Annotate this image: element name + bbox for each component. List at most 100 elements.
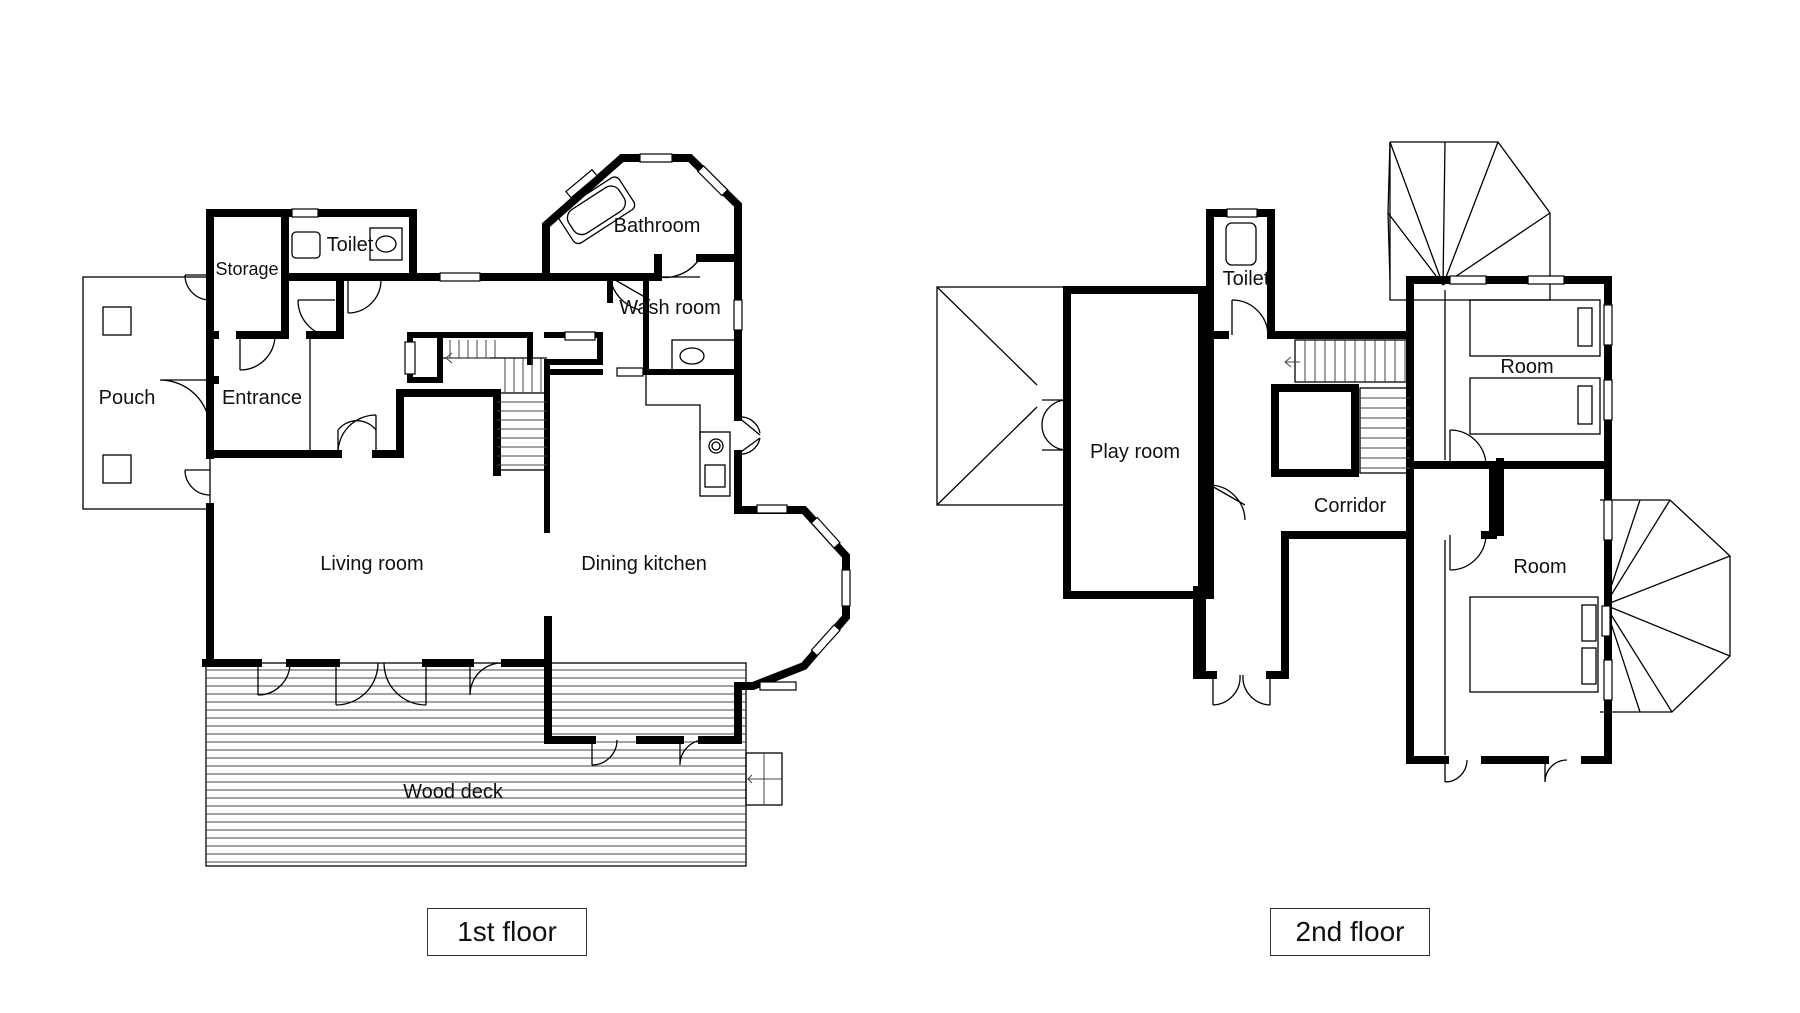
window <box>841 569 851 607</box>
door <box>1449 534 1487 571</box>
arrow-icon <box>445 352 490 364</box>
corridor-wall <box>1267 331 1414 469</box>
roof-outline <box>1600 499 1731 713</box>
door <box>1209 484 1246 521</box>
first-floor-plan: Bathroom Toilet Storage Wash room Pouch … <box>82 153 851 867</box>
hall-wall <box>306 273 344 339</box>
toilet-wall <box>1206 286 1229 339</box>
porch-pillar <box>102 454 132 484</box>
room-label-toilet: Toilet <box>327 234 374 256</box>
room-label-dining-kitchen: Dining kitchen <box>581 553 707 575</box>
door <box>297 299 336 338</box>
bed-icon <box>1444 290 1601 460</box>
door <box>679 739 703 766</box>
second-floor-plan: Toilet Room Play room Corridor Room <box>936 141 1731 783</box>
room-label-play-room: Play room <box>1090 441 1180 463</box>
stair-wall <box>407 332 533 365</box>
door <box>337 414 377 455</box>
room-label-wash-room: Wash room <box>619 297 721 319</box>
floor-title-first: 1st floor <box>427 908 587 956</box>
room-label-corridor: Corridor <box>1314 495 1387 517</box>
window <box>1603 659 1613 701</box>
window <box>1601 605 1611 637</box>
window <box>1603 499 1613 541</box>
room-wall <box>1481 461 1497 539</box>
room-wall <box>1489 461 1504 536</box>
wood-deck-area <box>205 662 783 867</box>
exterior-wall <box>544 616 742 744</box>
door <box>239 334 276 371</box>
window <box>1527 275 1565 285</box>
room-label-pouch: Pouch <box>99 387 156 409</box>
room-wall <box>1406 461 1612 764</box>
window <box>733 299 743 331</box>
bed-icon <box>1444 540 1599 755</box>
window <box>564 331 596 341</box>
washbasin-icon <box>679 347 705 365</box>
balcony-door <box>1041 399 1068 451</box>
floor-title-second: 2nd floor <box>1270 908 1430 956</box>
wash-room-wall <box>622 337 741 375</box>
arrow-icon <box>1284 356 1300 368</box>
door <box>737 416 761 455</box>
porch-pillar <box>102 306 132 336</box>
staircase-first-floor <box>440 340 548 471</box>
storage-wall <box>236 273 289 339</box>
door <box>609 276 651 311</box>
toilet-icon <box>1225 222 1257 266</box>
arrow-icon <box>747 774 760 784</box>
window <box>810 516 841 549</box>
corridor-wall <box>1198 531 1414 679</box>
room-label-wood-deck: Wood deck <box>403 781 504 803</box>
room-label-room: Room <box>1513 556 1566 578</box>
balcony-door <box>1212 674 1271 706</box>
balcony-door <box>1444 759 1568 783</box>
room-label-storage: Storage <box>215 259 278 279</box>
stair-well-wall <box>1271 384 1359 477</box>
roof-outline <box>936 286 1068 506</box>
window <box>697 165 729 197</box>
window <box>810 624 841 657</box>
window <box>639 153 673 163</box>
floor-title-text: 1st floor <box>457 916 557 947</box>
window <box>756 504 788 514</box>
patio-door <box>335 662 427 706</box>
window <box>1603 379 1613 421</box>
window <box>565 168 598 199</box>
floor-title-text: 2nd floor <box>1295 916 1405 947</box>
patio-door <box>469 662 506 696</box>
sink-icon <box>369 227 403 261</box>
door <box>184 274 211 301</box>
bathtub-icon <box>557 176 636 245</box>
sink-icon <box>704 464 726 488</box>
room-label-toilet: Toilet <box>1223 268 1270 290</box>
exterior-wall <box>734 450 850 690</box>
kitchen-counter <box>699 431 731 497</box>
window <box>1226 208 1258 218</box>
staircase-second-floor <box>1284 339 1411 474</box>
stove-icon <box>708 438 724 454</box>
play-room-wall <box>1063 286 1206 599</box>
door <box>184 469 211 496</box>
entrance-door <box>159 379 211 431</box>
window <box>1449 275 1487 285</box>
window <box>616 367 644 377</box>
door <box>347 279 382 314</box>
partition-wall <box>544 332 603 365</box>
room-label-entrance: Entrance <box>222 387 302 409</box>
stove-icon <box>711 441 721 451</box>
window <box>404 341 416 375</box>
exterior-wall <box>696 254 742 281</box>
window <box>759 681 797 691</box>
window <box>291 208 319 218</box>
room-label-bathroom: Bathroom <box>614 215 701 237</box>
door <box>657 257 701 279</box>
room-label-room: Room <box>1500 356 1553 378</box>
room-label-living-room: Living room <box>320 553 423 575</box>
window <box>1603 304 1613 346</box>
door <box>591 739 618 766</box>
kitchen-counter-outline <box>645 372 701 440</box>
window <box>439 272 481 282</box>
door <box>1231 299 1269 336</box>
